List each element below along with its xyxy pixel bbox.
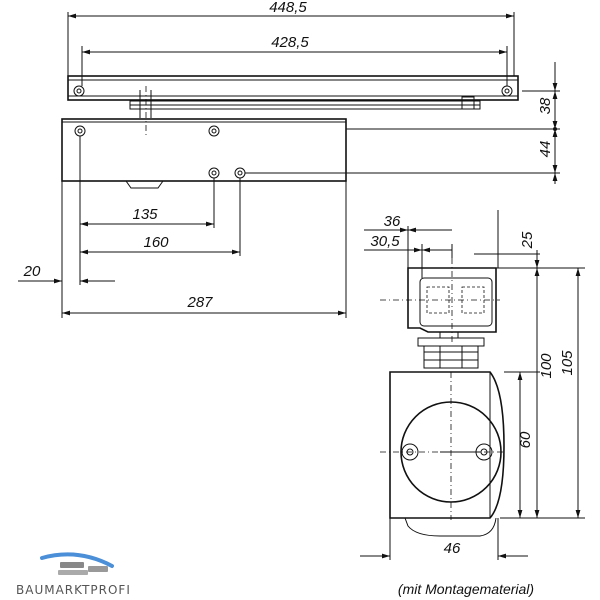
brand-logo: BAUMARKTPROFI [16, 552, 131, 597]
top-view: 448,5 428,5 38 44 135 160 20 287 [18, 0, 560, 318]
dim-428-5: 428,5 [271, 34, 309, 51]
closer-body [61, 118, 347, 182]
logo-text: BAUMARKTPROFI [16, 583, 131, 597]
dim-60: 60 [517, 431, 534, 448]
body-screw-3 [208, 167, 220, 179]
dim-46: 46 [444, 540, 461, 557]
body-screw-1 [74, 125, 86, 137]
dim-448-5: 448,5 [269, 0, 307, 16]
dim-287: 287 [186, 294, 213, 311]
body-screw-4 [234, 167, 246, 179]
dim-30-5: 30,5 [370, 233, 400, 250]
rail-screw-left [73, 85, 85, 97]
slide-rail [67, 75, 519, 101]
dim-44: 44 [537, 141, 554, 158]
logo-roof-icon [40, 552, 114, 568]
dim-36: 36 [384, 213, 401, 230]
side-view: 36 30,5 25 100 105 60 46 [360, 210, 585, 560]
rail-screw-right [501, 85, 513, 97]
dim-105: 105 [559, 350, 576, 376]
caption: (mit Montagematerial) [398, 581, 534, 597]
dim-25: 25 [519, 231, 536, 249]
dim-100: 100 [538, 353, 555, 379]
body-valve [125, 180, 164, 189]
closer-side-body [389, 371, 505, 519]
dim-38: 38 [537, 97, 554, 114]
dim-20: 20 [23, 263, 41, 280]
dim-135: 135 [132, 206, 158, 223]
body-screw-2 [208, 125, 220, 137]
dim-160: 160 [143, 234, 169, 251]
